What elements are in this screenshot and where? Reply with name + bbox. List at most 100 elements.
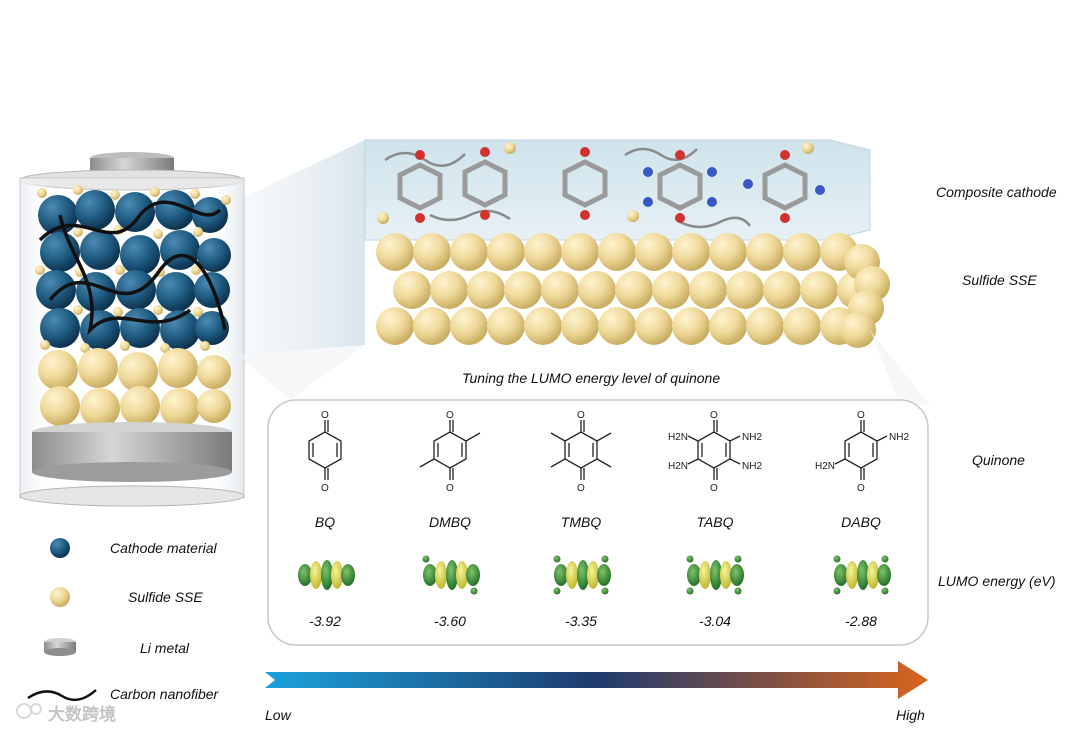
sse-sphere (524, 307, 562, 345)
sse-sphere (615, 271, 653, 309)
atom-h2n: H2N (668, 461, 688, 472)
molecule-tmbq (562, 147, 608, 220)
atom-h2n: H2N (815, 461, 835, 472)
arrow-high-label: High (896, 707, 925, 723)
quinone-name-tabq: TABQ (696, 514, 734, 530)
sse-sphere (430, 271, 468, 309)
sse-sphere (689, 271, 727, 309)
atom-o: O (857, 483, 865, 494)
quinone-name-dmbq: DMBQ (429, 514, 471, 530)
lumo-orbital-dmbq (422, 555, 480, 595)
cathode-particle-icon (50, 538, 70, 558)
sse-sphere (450, 233, 488, 271)
atom-o: O (321, 410, 329, 421)
quinone-name-tmbq: TMBQ (560, 514, 602, 530)
arrow-low-label: Low (265, 707, 291, 723)
lumo-value-tabq: -3.04 (699, 613, 731, 629)
lumo-value-dabq: -2.88 (845, 613, 877, 629)
sulfide-sse-layer (376, 233, 890, 348)
molecule-dmbq (462, 147, 508, 220)
carbon-fiber-icon (27, 689, 97, 702)
legend-sse-label: Sulfide SSE (128, 589, 203, 605)
atom-o: O (710, 410, 718, 421)
zoom-beam (238, 140, 365, 355)
lumo-value-dmbq: -3.60 (434, 613, 466, 629)
sse-sphere (487, 233, 525, 271)
sse-particles (38, 348, 231, 428)
atom-o: O (577, 483, 585, 494)
panel-title: Tuning the LUMO energy level of quinone (462, 370, 721, 386)
atom-nh2: NH2 (742, 461, 762, 472)
lumo-value-tmbq: -3.35 (565, 613, 597, 629)
sse-sphere (578, 271, 616, 309)
carbon-nanofibers (38, 200, 227, 336)
sse-sphere (672, 233, 710, 271)
sse-sphere (635, 307, 673, 345)
sse-sphere (783, 307, 821, 345)
lumo-orbital-dabq (833, 555, 891, 595)
lumo-orbitals (298, 555, 891, 595)
sse-sphere (746, 233, 784, 271)
sse-sphere (652, 271, 690, 309)
legend-li-label: Li metal (140, 640, 190, 656)
sse-sphere (800, 271, 838, 309)
sse-sphere (726, 271, 764, 309)
sse-sphere (709, 307, 747, 345)
legend-carbon-label: Carbon nanofiber (110, 686, 219, 702)
atom-labels: O O O O O O O O O O NH2 NH2 H2N H2N NH2 … (321, 410, 909, 494)
atom-nh2: NH2 (889, 432, 909, 443)
composite-cathode-layer (364, 139, 871, 241)
quinone-structures (308, 420, 888, 480)
watermark-logo-icon (16, 703, 42, 719)
sse-sphere (376, 233, 414, 271)
molecule-dabq (743, 150, 825, 223)
quinone-row-label: Quinone (972, 452, 1025, 468)
lumo-value-bq: -3.92 (309, 613, 341, 629)
atom-o: O (446, 410, 454, 421)
sse-sphere (763, 271, 801, 309)
battery-cell (19, 152, 245, 507)
atom-nh2: NH2 (742, 432, 762, 443)
quinone-name-bq: BQ (314, 514, 336, 530)
sse-sphere (783, 233, 821, 271)
composite-cathode-label: Composite cathode (936, 184, 1057, 200)
sulfide-sse-label: Sulfide SSE (962, 272, 1037, 288)
li-metal-icon (44, 638, 76, 656)
molecule-bq (397, 150, 443, 223)
sse-sphere (504, 271, 542, 309)
sse-sphere (561, 307, 599, 345)
sse-sphere (746, 307, 784, 345)
atom-o: O (446, 483, 454, 494)
atom-o: O (577, 410, 585, 421)
atom-h2n: H2N (668, 432, 688, 443)
lumo-row-label: LUMO energy (eV) (938, 573, 1056, 589)
lumo-orbital-tmbq (553, 555, 611, 595)
lumo-orbital-bq (298, 560, 355, 590)
sse-sphere (709, 233, 747, 271)
sse-sphere (598, 233, 636, 271)
lumo-orbital-tabq (686, 555, 744, 595)
sse-sphere (376, 307, 414, 345)
sse-sphere (561, 233, 599, 271)
legend-cathode-label: Cathode material (110, 540, 217, 556)
sse-sphere (635, 233, 673, 271)
sse-sphere (672, 307, 710, 345)
sse-sphere (467, 271, 505, 309)
sse-particle-icon (50, 587, 70, 607)
sse-sphere (598, 307, 636, 345)
sse-sphere (487, 307, 525, 345)
sse-sphere (450, 307, 488, 345)
molecule-tabq (643, 150, 717, 223)
sse-sphere (541, 271, 579, 309)
atom-o: O (710, 483, 718, 494)
atom-o: O (321, 483, 329, 494)
sse-sphere (524, 233, 562, 271)
lumo-gradient-arrow (265, 661, 928, 699)
sse-sphere (413, 307, 451, 345)
sse-sphere (413, 233, 451, 271)
sse-sphere (393, 271, 431, 309)
watermark-text: 大数跨境 (48, 705, 116, 725)
sse-sphere (840, 312, 876, 348)
atom-o: O (857, 410, 865, 421)
